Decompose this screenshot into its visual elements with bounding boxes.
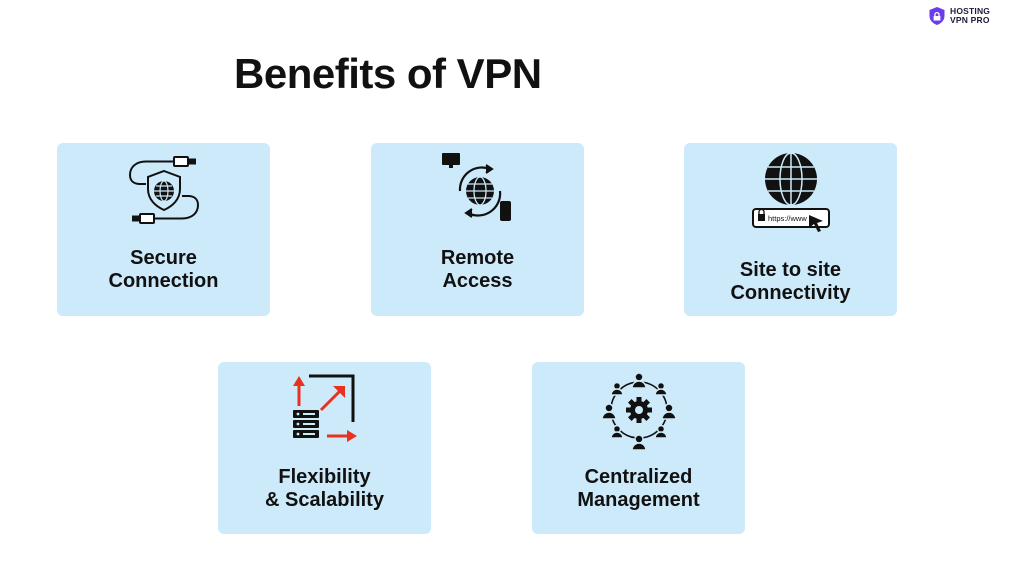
card-label: Secure Connection [57, 247, 270, 293]
people-gear-icon [600, 372, 677, 450]
card-label: Centralized Management [532, 466, 745, 512]
card-label-line2: Connectivity [730, 282, 851, 304]
card-flexibility-scalability: Flexibility & Scalability [218, 362, 431, 534]
card-remote-access: Remote Access [371, 143, 584, 316]
card-label-line1: Remote [440, 247, 515, 269]
logo-text-line2: VPN PRO [950, 15, 990, 25]
card-label-line2: Management [577, 489, 700, 511]
card-label-line1: Centralized [584, 466, 693, 488]
page-title: Benefits of VPN [234, 50, 542, 97]
shield-logo-icon [929, 7, 945, 25]
server-arrows-icon [292, 374, 357, 442]
globe-browser-icon: https://www [751, 152, 830, 232]
card-site-to-site: https://www Site to site Connectivity [684, 143, 897, 316]
logo-text-line1: HOSTING [950, 6, 991, 16]
card-label-line1: Site to site [739, 259, 842, 281]
card-label-line1: Flexibility [278, 466, 371, 488]
card-label: Site to site Connectivity [684, 259, 897, 305]
card-label-line1: Secure [130, 247, 197, 269]
card-label-line2: Access [442, 270, 513, 292]
brand-logo: HOSTING VPN PRO [928, 6, 990, 26]
shield-usb-icon [128, 156, 199, 224]
card-label: Flexibility & Scalability [218, 466, 431, 512]
url-text: https://www [768, 214, 807, 223]
card-secure-connection: Secure Connection [57, 143, 270, 316]
card-label-line2: & Scalability [265, 489, 384, 511]
card-centralized-management: Centralized Management [532, 362, 745, 534]
card-label: Remote Access [371, 247, 584, 293]
card-label-line2: Connection [108, 270, 219, 292]
globe-devices-icon [441, 153, 511, 221]
